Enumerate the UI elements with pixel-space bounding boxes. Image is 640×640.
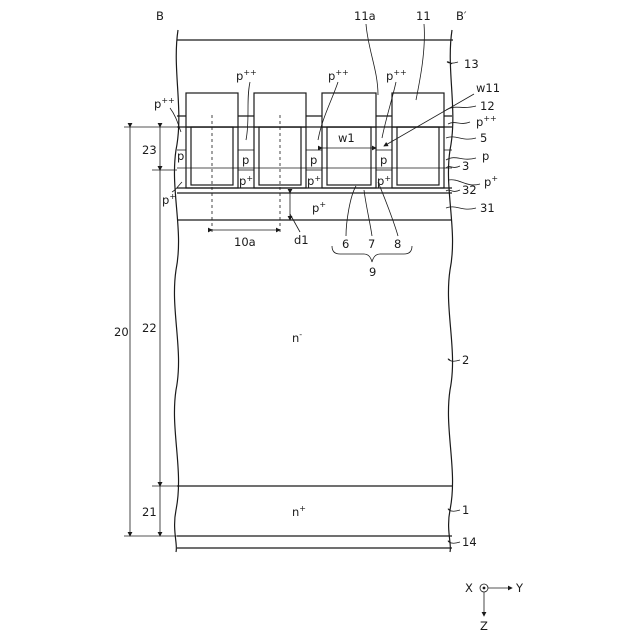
ref-20: 20 (114, 325, 129, 339)
ref-5: 5 (480, 131, 487, 145)
leader-11 (416, 24, 424, 100)
ref-w11: w11 (476, 81, 500, 95)
leader-5 (446, 137, 476, 139)
label-pp-mesa-1: p+ (239, 174, 253, 188)
leader-p-r (446, 158, 476, 160)
leader-12 (446, 106, 476, 110)
axis-origin-dot (483, 587, 486, 590)
label-p-left: p (177, 149, 184, 163)
trench-4 (392, 127, 444, 188)
leader-8 (378, 182, 398, 236)
gate-electrode-4 (397, 127, 439, 185)
ref-w1: w1 (338, 131, 355, 145)
label-pp-right: p+ (484, 174, 498, 189)
d1-leader (290, 214, 300, 232)
label-n-minus: n- (292, 330, 302, 345)
ref-14: 14 (462, 535, 477, 549)
label-p-mesa-2: p (310, 153, 317, 167)
axis-x-label: X (465, 581, 473, 595)
label-p-mesa-1: p (242, 153, 249, 167)
label-pp-mesa-3: p+ (377, 174, 391, 188)
ref-9: 9 (369, 265, 376, 279)
ref-1: 1 (462, 503, 469, 517)
leader-32 (446, 190, 460, 191)
label-ppp-3: p++ (386, 68, 407, 83)
leader-pplus-r (448, 122, 470, 124)
label-p-mesa-3: p (380, 153, 387, 167)
label-pp-mesa-2: p+ (307, 174, 321, 188)
ref-7: 7 (368, 237, 375, 251)
label-ppp-1: p++ (236, 68, 257, 83)
ref-6: 6 (342, 237, 349, 251)
leader-pplus-left (172, 182, 182, 192)
ref-10a: 10a (234, 235, 256, 249)
axis-y-label: Y (515, 581, 524, 595)
ref-22: 22 (142, 321, 157, 335)
interlayer-block-4 (392, 93, 444, 127)
ref-12: 12 (480, 99, 495, 113)
leader-7 (364, 190, 372, 236)
ref-3: 3 (462, 159, 469, 173)
ref-32: 32 (462, 183, 477, 197)
ref-11: 11 (416, 9, 431, 23)
ref-31: 31 (480, 201, 495, 215)
section-label-left: B (156, 9, 164, 23)
label-p-right: p (482, 149, 489, 163)
label-pp-deep: p+ (312, 200, 326, 215)
label-ppp-2: p++ (328, 68, 349, 83)
ref-11a: 11a (354, 9, 376, 23)
leader-11a (366, 24, 378, 95)
label-n-plus: n+ (292, 504, 306, 519)
label-ppp-right: p++ (476, 114, 497, 129)
ref-23: 23 (142, 143, 157, 157)
leader-13 (447, 62, 458, 64)
left-break-line (174, 30, 178, 552)
interlayer-block-3 (322, 93, 376, 127)
axis-z-label: Z (480, 619, 488, 633)
label-ppp-left: p++ (154, 96, 175, 111)
leader-2 (448, 359, 460, 361)
ref-8: 8 (394, 237, 401, 251)
ref-d1: d1 (294, 233, 309, 247)
section-label-right: B′ (456, 9, 467, 23)
ref-13: 13 (464, 57, 479, 71)
ref-21: 21 (142, 505, 157, 519)
ref-2: 2 (462, 353, 469, 367)
label-pp-left: p+ (162, 192, 176, 207)
leader-pplusplus-1 (246, 82, 250, 140)
